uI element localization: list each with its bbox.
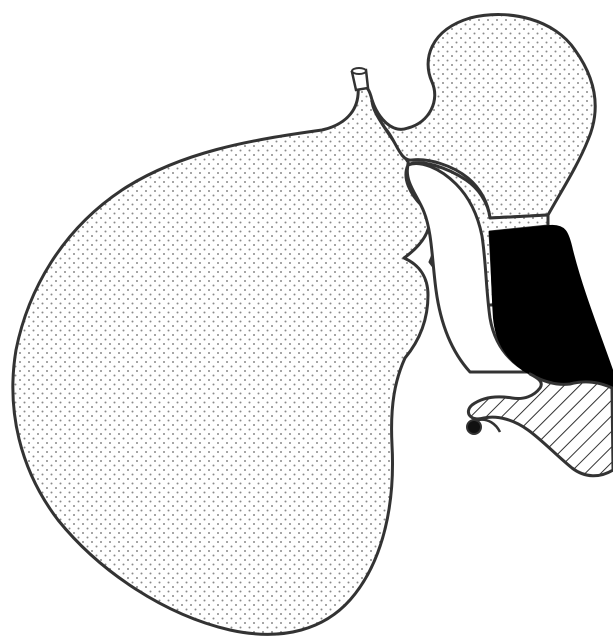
nozzle-opening <box>352 68 366 74</box>
large-stippled-sac <box>13 86 430 635</box>
hatched-segment <box>468 374 613 476</box>
small-nub-icon <box>467 420 481 434</box>
